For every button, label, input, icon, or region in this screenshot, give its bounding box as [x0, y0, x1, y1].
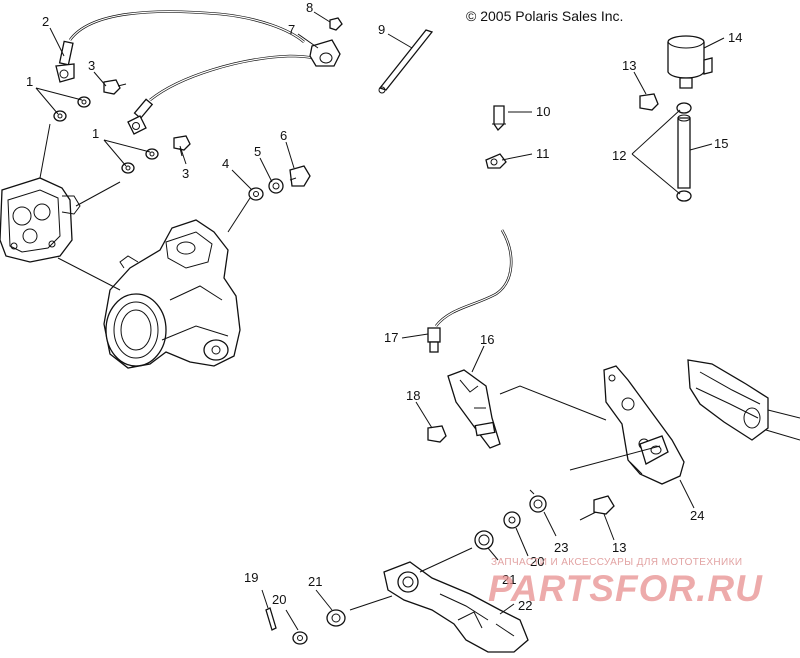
- callout-4: 4: [222, 156, 229, 171]
- callout-numbers: 1 2 3 1 3 4 5 6 7 8 9 10 11 12 13 14 15 …: [26, 0, 742, 613]
- leader-bushing-pedal: [419, 547, 473, 573]
- callout-15: 15: [714, 136, 728, 151]
- fluid-reservoir: [667, 35, 713, 89]
- washer-20a: [503, 511, 521, 529]
- brake-caliper: [0, 177, 81, 263]
- leader-bracket-lower: [569, 445, 661, 471]
- callout-8: 8: [306, 0, 313, 15]
- bolt-3a: [103, 79, 127, 95]
- callout-6: 6: [280, 128, 287, 143]
- callout-1a: 1: [26, 74, 33, 89]
- callout-13b: 13: [612, 540, 626, 555]
- callout-1b: 1: [92, 126, 99, 141]
- washer-4: [248, 187, 264, 201]
- callout-9: 9: [378, 22, 385, 37]
- mounting-bracket: [603, 365, 685, 485]
- washer-5: [268, 178, 284, 194]
- copyright-notice: © 2005 Polaris Sales Inc.: [466, 8, 624, 24]
- leader-caliper-top: [39, 123, 51, 179]
- callout-3b: 3: [182, 166, 189, 181]
- banjo-fitting: [309, 39, 341, 67]
- washer-20b: [292, 631, 308, 645]
- callout-2: 2: [42, 14, 49, 29]
- leader-caliper-housing: [57, 257, 121, 291]
- brake-pedal: [383, 561, 529, 653]
- watermark-tagline: ЗАПЧАСТИ И АКСЕССУАРЫ ДЛЯ МОТОТЕХНИКИ: [491, 557, 743, 568]
- cotter-pin: [265, 607, 277, 631]
- watermark-brand[interactable]: PARTSFOR.RU: [488, 568, 763, 609]
- callout-14: 14: [728, 30, 742, 45]
- bolt-13b: [593, 495, 615, 515]
- bolt-13a: [639, 93, 659, 111]
- reservoir-hose: [676, 102, 692, 202]
- bushing-21a: [474, 530, 494, 550]
- callout-19: 19: [244, 570, 258, 585]
- frame-section: [687, 359, 800, 441]
- callout-12: 12: [612, 148, 626, 163]
- callout-20a: 20: [530, 554, 544, 569]
- callout-24: 24: [690, 508, 704, 523]
- callout-10: 10: [536, 104, 550, 119]
- leader-caliper-washer: [75, 181, 121, 207]
- bleeder-screw: [329, 17, 343, 31]
- leader-switch-bracket: [499, 385, 607, 421]
- hose-clamp: [485, 153, 507, 169]
- bolt-6: [289, 165, 311, 187]
- clip-23: [529, 489, 547, 513]
- brake-switch: [447, 369, 501, 449]
- washer-1a: [53, 96, 91, 122]
- master-cylinder-housing: [103, 219, 241, 369]
- callout-7: 7: [288, 22, 295, 37]
- callout-20b: 20: [272, 592, 286, 607]
- callout-5: 5: [254, 144, 261, 159]
- callout-leaders: [35, 11, 725, 631]
- washer-21b: [326, 609, 346, 627]
- callout-16: 16: [480, 332, 494, 347]
- leader-housing-washer: [227, 197, 251, 233]
- brake-line-lower: [427, 229, 513, 353]
- bolt-3b: [173, 135, 191, 157]
- callout-23: 23: [554, 540, 568, 555]
- callout-21b: 21: [308, 574, 322, 589]
- bolt-18: [427, 425, 447, 443]
- callout-22: 22: [518, 598, 532, 613]
- callout-11: 11: [536, 146, 550, 161]
- pushrod: [378, 29, 434, 94]
- callout-13a: 13: [622, 58, 636, 73]
- washer-1b: [121, 148, 159, 174]
- callout-18: 18: [406, 388, 420, 403]
- callout-3a: 3: [88, 58, 95, 73]
- callout-17: 17: [384, 330, 398, 345]
- callout-21a: 21: [502, 572, 516, 587]
- leader-washer-pedal: [349, 595, 393, 611]
- hose-fitting: [492, 105, 506, 132]
